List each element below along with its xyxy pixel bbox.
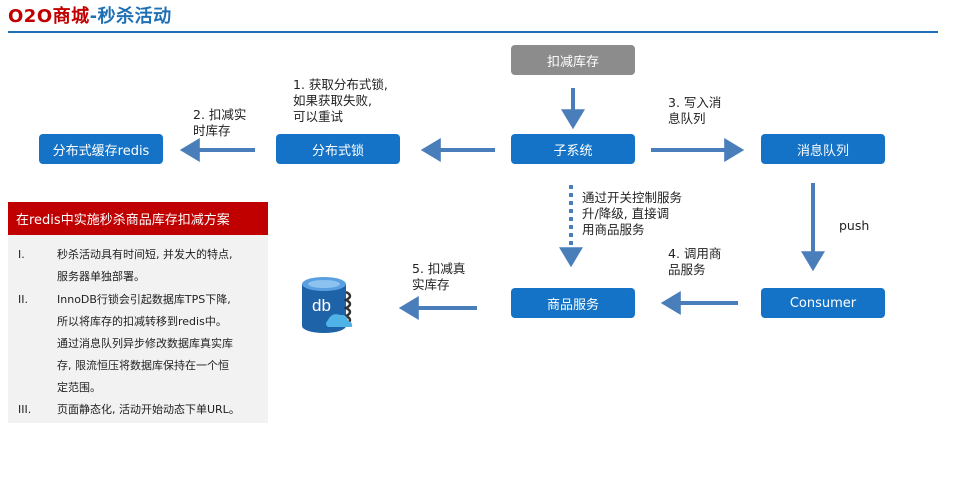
consumer-box: Consumer bbox=[761, 288, 885, 318]
step4-label: 4. 调用商 品服务 bbox=[668, 246, 722, 277]
panel-item-number: II. bbox=[18, 293, 28, 306]
step5-label: 5. 扣减真 实库存 bbox=[412, 261, 466, 292]
switch-label: 通过开关控制服务 升/降级, 直接调 用商品服务 bbox=[582, 190, 683, 237]
solution-panel: 在redis中实施秒杀商品库存扣减方案 I. 秒杀活动具有时间短, 并发大的特点… bbox=[8, 202, 268, 423]
distributed-lock-box: 分布式锁 bbox=[276, 134, 400, 164]
panel-item-number: I. bbox=[18, 248, 25, 261]
page-title: O2O商城-秒杀活动 bbox=[8, 2, 172, 28]
panel-heading: 在redis中实施秒杀商品库存扣减方案 bbox=[8, 202, 268, 235]
title-prefix: O2O商城 bbox=[8, 6, 90, 27]
step2-label: 2. 扣减实 时库存 bbox=[193, 107, 247, 138]
deduct-stock-box: 扣减库存 bbox=[511, 45, 635, 75]
redis-cache-box: 分布式缓存redis bbox=[39, 134, 163, 164]
push-label: push bbox=[839, 218, 870, 233]
panel-item-text: 秒杀活动具有时间短, 并发大的特点, 服务器单独部署。 bbox=[57, 248, 233, 283]
panel-item-text: 页面静态化, 活动开始动态下单URL。 bbox=[57, 403, 240, 416]
database-icon: db bbox=[298, 276, 362, 340]
step1-label: 1. 获取分布式锁, 如果获取失败, 可以重试 bbox=[293, 77, 388, 124]
panel-item-number: III. bbox=[18, 403, 32, 416]
panel-item-text: InnoDB行锁会引起数据库TPS下降, 所以将库存的扣减转移到redis中。 … bbox=[57, 293, 233, 394]
message-queue-box: 消息队列 bbox=[761, 134, 885, 164]
subsystem-box: 子系统 bbox=[511, 134, 635, 164]
title-underline bbox=[8, 31, 938, 33]
db-label: db bbox=[312, 296, 331, 315]
goods-service-box: 商品服务 bbox=[511, 288, 635, 318]
title-suffix: -秒杀活动 bbox=[89, 6, 172, 27]
step3-label: 3. 写入消 息队列 bbox=[668, 95, 722, 126]
